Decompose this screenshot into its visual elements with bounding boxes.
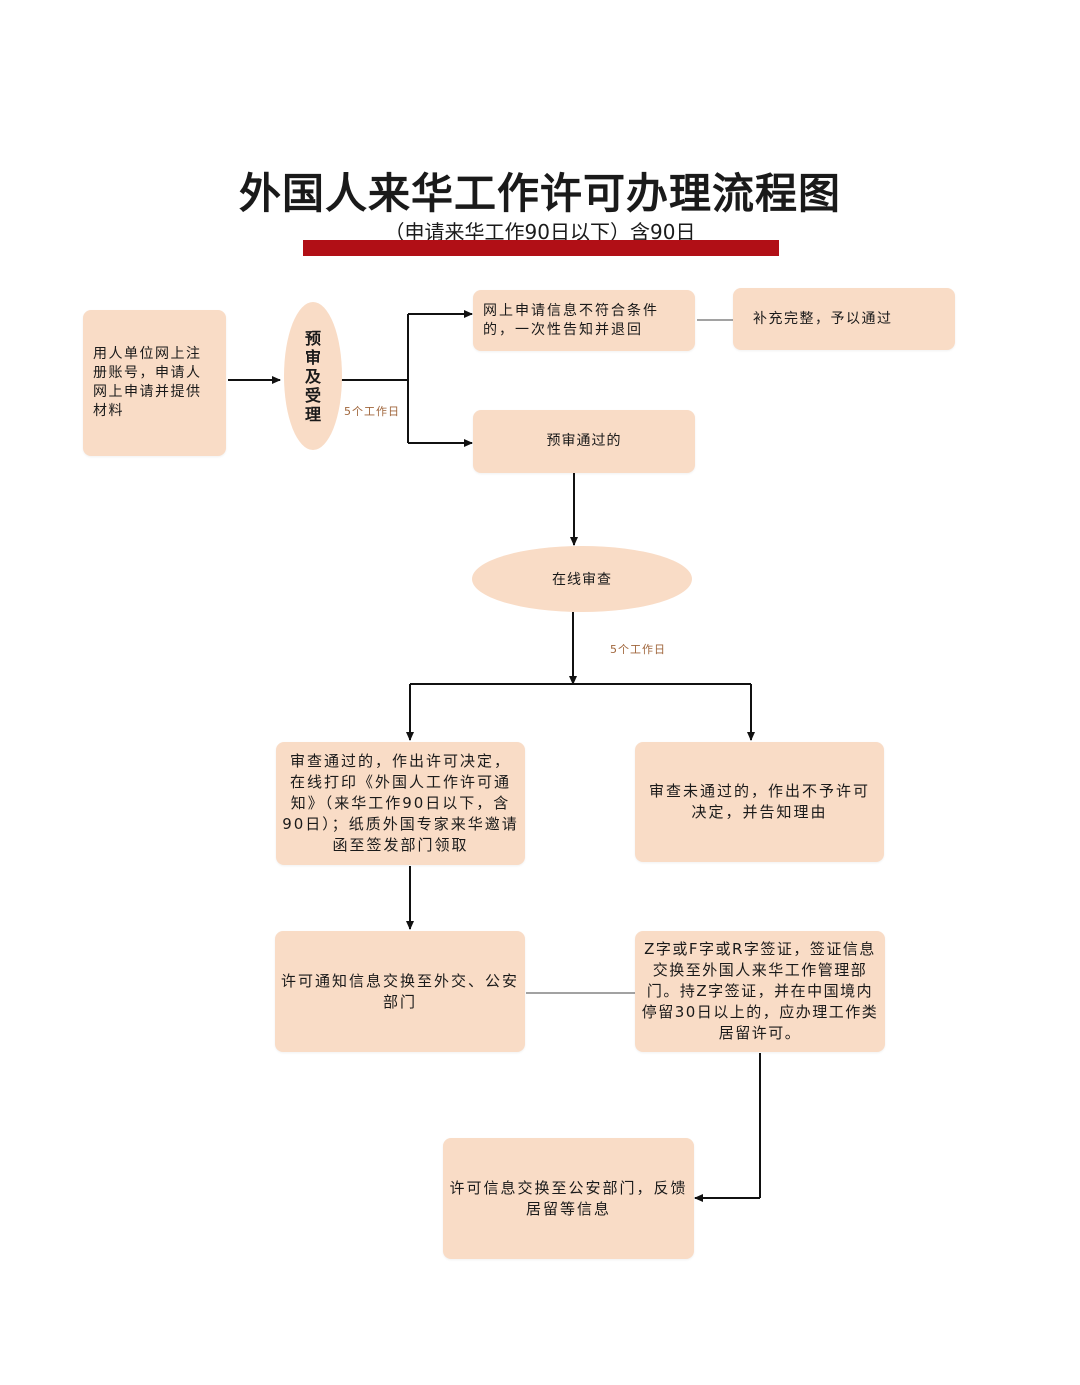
approved-text: 审查通过的，作出许可决定，在线打印《外国人工作许可通知》（来华工作90日以下，含… bbox=[282, 752, 519, 854]
online-review-text: 在线审查 bbox=[552, 572, 612, 588]
page-title: 外国人来华工作许可办理流程图 bbox=[238, 169, 841, 218]
online-review-ellipse: 在线审查 bbox=[472, 546, 692, 612]
title-underline-bar bbox=[303, 240, 779, 256]
rejected-text: 审查未通过的，作出不予许可决定，并告知理由 bbox=[648, 782, 870, 821]
register-box: 用人单位网上注册账号，申请人网上申请并提供材料 bbox=[83, 310, 226, 456]
exchange-police-text: 许可信息交换至公安部门，反馈居留等信息 bbox=[449, 1178, 688, 1218]
visa-box: Z字或F字或R字签证，签证信息交换至外国人来华工作管理部门。持Z字签证，并在中国… bbox=[635, 931, 885, 1052]
pre-review-ellipse: 预审及受理 bbox=[284, 302, 342, 450]
exchange-foreign-police-box: 许可通知信息交换至外交、公安部门 bbox=[275, 931, 525, 1052]
not-meet-text: 网上申请信息不符合条件的，一次性告知并退回 bbox=[483, 302, 659, 338]
pre-review-days-label: 5个工作日 bbox=[344, 405, 400, 418]
exchange-foreign-police-text: 许可通知信息交换至外交、公安部门 bbox=[281, 971, 520, 1011]
exchange-police-box: 许可信息交换至公安部门，反馈居留等信息 bbox=[443, 1138, 694, 1259]
pre-review-text: 预审及受理 bbox=[304, 328, 321, 424]
not-meet-box: 网上申请信息不符合条件的，一次性告知并退回 bbox=[473, 290, 695, 351]
supplement-box: 补充完整，予以通过 bbox=[733, 288, 955, 350]
online-review-days-label: 5个工作日 bbox=[610, 643, 666, 656]
visa-text: Z字或F字或R字签证，签证信息交换至外国人来华工作管理部门。持Z字签证，并在中国… bbox=[641, 940, 879, 1042]
approved-box: 审查通过的，作出许可决定，在线打印《外国人工作许可通知》（来华工作90日以下，含… bbox=[276, 742, 525, 865]
supplement-text: 补充完整，予以通过 bbox=[753, 310, 893, 327]
rejected-box: 审查未通过的，作出不予许可决定，并告知理由 bbox=[635, 742, 884, 862]
pre-passed-box: 预审通过的 bbox=[473, 410, 695, 473]
pre-passed-text: 预审通过的 bbox=[546, 433, 622, 449]
register-text: 用人单位网上注册账号，申请人网上申请并提供材料 bbox=[93, 346, 202, 419]
